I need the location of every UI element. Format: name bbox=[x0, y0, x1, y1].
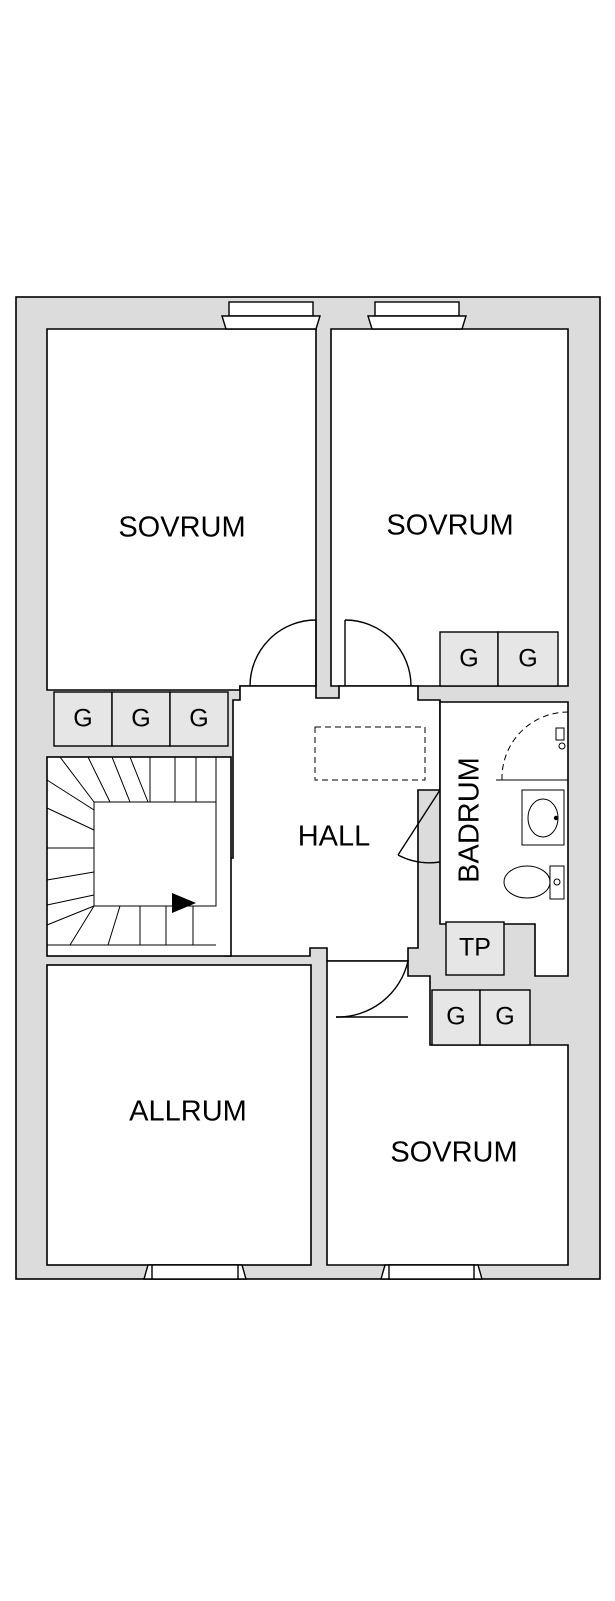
wardrobe-row-top-left: G G G bbox=[53, 691, 229, 747]
window-top-right bbox=[367, 301, 467, 330]
room-label-family-room: ALLRUM bbox=[129, 1096, 247, 1128]
room-label-bedroom: SOVRUM bbox=[118, 512, 245, 544]
washbasin bbox=[521, 789, 565, 846]
door-bedroom-top-left bbox=[249, 619, 317, 687]
window-top-left bbox=[221, 301, 321, 330]
wardrobe-label: G bbox=[495, 1003, 514, 1031]
stair-direction-arrow bbox=[172, 893, 196, 913]
wardrobe-label: G bbox=[189, 705, 208, 733]
room-family bbox=[46, 964, 312, 1266]
room-bedroom-top-left bbox=[46, 328, 317, 691]
room-label-hall: HALL bbox=[298, 821, 371, 853]
wardrobe-row-top-right: G G bbox=[439, 631, 559, 687]
room-bathroom bbox=[439, 701, 569, 977]
door-bathroom bbox=[397, 789, 441, 864]
room-label-bedroom: SOVRUM bbox=[386, 510, 513, 542]
attic-hatch bbox=[314, 726, 426, 781]
window-bottom-left bbox=[143, 1264, 247, 1280]
staircase bbox=[46, 756, 217, 946]
linen-cabinet: TP bbox=[445, 921, 505, 976]
linen-cabinet-label: TP bbox=[459, 934, 491, 962]
stair-area bbox=[46, 756, 232, 957]
wardrobe-label: G bbox=[459, 645, 478, 673]
wardrobe-label: G bbox=[73, 705, 92, 733]
door-bedroom-bottom-right bbox=[335, 960, 409, 1018]
room-label-bathroom: BADRUM bbox=[454, 757, 486, 883]
shower bbox=[496, 711, 569, 781]
wardrobe-row-bottom-right: G G bbox=[431, 989, 531, 1046]
wardrobe-label: G bbox=[446, 1003, 465, 1031]
wardrobe-label: G bbox=[131, 705, 150, 733]
door-bedroom-top-right bbox=[344, 619, 412, 687]
wardrobe-label: G bbox=[518, 645, 537, 673]
room-label-bedroom: SOVRUM bbox=[390, 1137, 517, 1169]
toilet bbox=[503, 865, 565, 900]
window-bottom-right bbox=[380, 1264, 483, 1280]
